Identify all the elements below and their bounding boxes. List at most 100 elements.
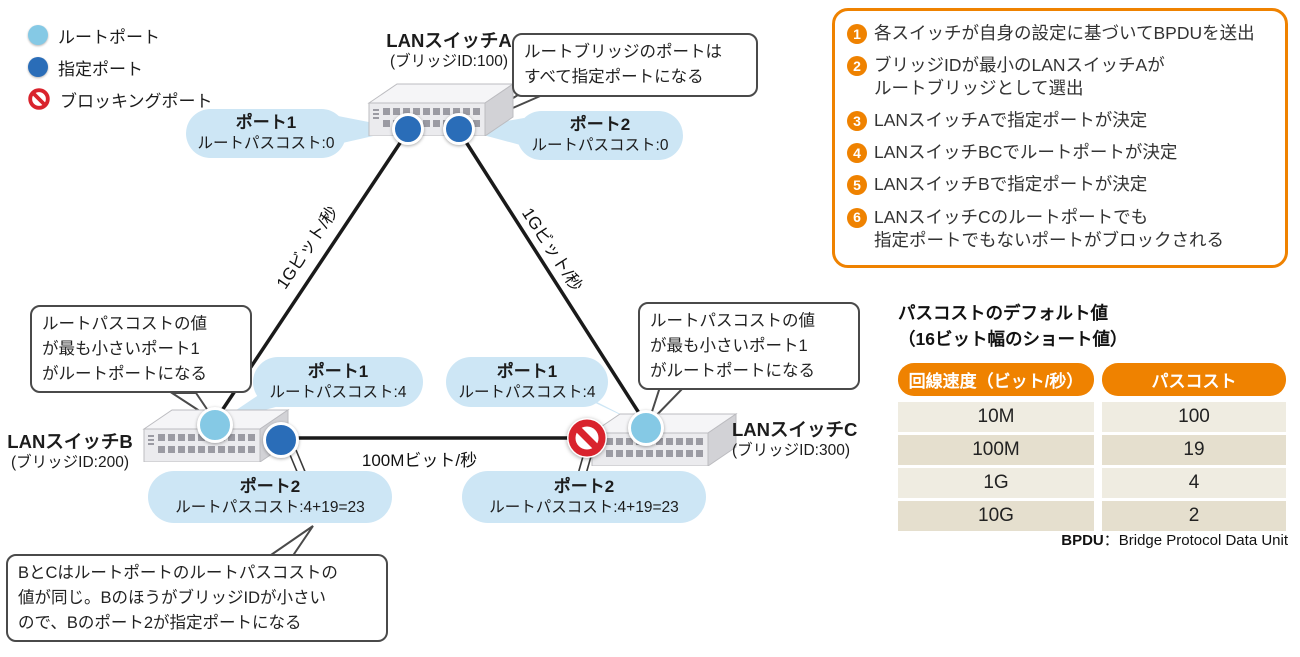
callout-line: BとCはルートポートのルートパスコストの xyxy=(18,564,338,582)
link-speed-a-b: 1Gビット/秒 xyxy=(272,202,342,293)
callout-wedge xyxy=(264,525,314,558)
table-title-line2: （16ビット幅のショート値） xyxy=(898,329,1128,350)
step-line: LANスイッチBで指定ポートが決定 xyxy=(874,174,1148,195)
callout-line: ルートパスコストの値 xyxy=(650,312,815,330)
step-item-6: 6 LANスイッチCのルートポートでも 指定ポートでもないポートがブロックされる xyxy=(847,206,1273,252)
cell-cost: 2 xyxy=(1102,500,1286,531)
link-speed-a-c: 1Gビット/秒 xyxy=(518,204,586,295)
callout-root-port-b: ルートパスコストの値 が最も小さいポート1 がルートポートになる xyxy=(30,305,252,394)
port-cost: ルートパスコスト:0 xyxy=(197,135,335,153)
legend-item-blocking-port: ブロッキングポート xyxy=(28,88,213,111)
step-line: 各スイッチが自身の設定に基づいてBPDUを送出 xyxy=(874,23,1255,43)
switch-c-bridge-id: (ブリッジID:300) xyxy=(732,441,850,459)
callout-line: がルートポートになる xyxy=(650,361,815,380)
callout-line: が最も小さいポート1 xyxy=(650,336,808,355)
step-number-badge: 5 xyxy=(847,175,867,196)
table-title: パスコストのデフォルト値 （16ビット幅のショート値） xyxy=(898,300,1286,353)
port-cost: ルートパスコスト:4 xyxy=(269,383,407,401)
lan-switch-a-graphic xyxy=(367,83,515,136)
switch-a-bridge-id: (ブリッジID:100) xyxy=(390,52,508,70)
port-title: ポート2 xyxy=(553,476,615,496)
callout-root-port-c: ルートパスコストの値 が最も小さいポート1 がルートポートになる xyxy=(638,302,860,391)
table-row: 10M 100 xyxy=(898,401,1286,432)
table-header-speed: 回線速度（ビット/秒） xyxy=(898,362,1094,396)
cell-speed: 1G xyxy=(898,467,1094,498)
port-title: ポート1 xyxy=(307,361,369,381)
step-text: LANスイッチBで指定ポートが決定 xyxy=(874,173,1147,196)
bpdu-desc: ：Bridge Protocol Data Unit xyxy=(1103,532,1288,549)
port-bubble-b1: ポート1 ルートパスコスト:4 xyxy=(253,357,423,407)
switch-b-label: LANスイッチB (ブリッジID:200) xyxy=(0,431,140,472)
designated-port-marker-a2 xyxy=(443,113,475,145)
legend-label: ブロッキングポート xyxy=(60,91,213,111)
step-line: ブリッジIDが最小のLANスイッチAが xyxy=(874,55,1165,76)
lan-switch-c-graphic xyxy=(590,413,738,466)
root-port-marker-b1 xyxy=(197,407,233,443)
callout-line: がルートポートになる xyxy=(42,364,207,383)
root-port-icon xyxy=(28,25,48,45)
callout-line: 値が同じ。BのほうがブリッジIDが小さい xyxy=(18,588,327,607)
port-cost: ルートパスコスト:4 xyxy=(458,383,596,401)
port-title: ポート2 xyxy=(569,115,631,135)
port-title: ポート2 xyxy=(239,476,301,496)
step-item-2: 2 ブリッジIDが最小のLANスイッチAが ルートブリッジとして選出 xyxy=(847,54,1273,100)
step-number-badge: 6 xyxy=(847,207,867,228)
step-text: LANスイッチBCでルートポートが決定 xyxy=(874,141,1177,164)
port-bubble-a2: ポート2 ルートパスコスト:0 xyxy=(517,111,683,160)
switch-c-label: LANスイッチC (ブリッジID:300) xyxy=(732,419,892,460)
port-bubble-c2: ポート2 ルートパスコスト:4+19=23 xyxy=(462,471,706,523)
step-item-3: 3 LANスイッチAで指定ポートが決定 xyxy=(847,109,1273,132)
cell-cost: 4 xyxy=(1102,467,1286,498)
cell-cost: 19 xyxy=(1102,434,1286,465)
switch-b-bridge-id: (ブリッジID:200) xyxy=(11,453,129,471)
legend-item-root-port: ルートポート xyxy=(28,24,213,47)
step-line: ルートブリッジとして選出 xyxy=(874,78,1084,99)
bpdu-abbr: BPDU xyxy=(1061,532,1104,549)
root-port-marker-c1 xyxy=(628,410,664,446)
designated-port-icon xyxy=(28,57,48,77)
port-bubble-a1: ポート1 ルートパスコスト:0 xyxy=(186,109,346,158)
callout-line: が最も小さいポート1 xyxy=(42,339,200,358)
table-row: 1G 4 xyxy=(898,467,1286,498)
step-item-1: 1 各スイッチが自身の設定に基づいてBPDUを送出 xyxy=(847,22,1273,45)
bpdu-note: BPDU：Bridge Protocol Data Unit xyxy=(898,529,1288,550)
designated-port-marker-a1 xyxy=(392,113,424,145)
switch-a-name: LANスイッチA xyxy=(386,30,512,51)
step-number-badge: 4 xyxy=(847,143,867,164)
port-cost: ルートパスコスト:4+19=23 xyxy=(489,498,679,516)
blocking-port-icon xyxy=(28,88,50,110)
table-header-cost: パスコスト xyxy=(1102,362,1286,396)
step-line: LANスイッチBCでルートポートが決定 xyxy=(874,142,1178,163)
step-number-badge: 2 xyxy=(847,56,867,77)
port-bubble-b2: ポート2 ルートパスコスト:4+19=23 xyxy=(148,471,392,523)
step-number-badge: 3 xyxy=(847,111,867,132)
legend-item-designated-port: 指定ポート xyxy=(28,56,213,79)
step-text: ブリッジIDが最小のLANスイッチAが ルートブリッジとして選出 xyxy=(874,54,1165,100)
step-line: LANスイッチCのルートポートでも xyxy=(874,206,1149,227)
switch-b-name: LANスイッチB xyxy=(7,431,133,452)
path-cost-table: パスコストのデフォルト値 （16ビット幅のショート値） 回線速度（ビット/秒） … xyxy=(898,300,1286,534)
table-row: 100M 19 xyxy=(898,434,1286,465)
switch-c-name: LANスイッチC xyxy=(732,419,858,440)
step-item-5: 5 LANスイッチBで指定ポートが決定 xyxy=(847,173,1273,196)
callout-line: ルートブリッジのポートは xyxy=(524,43,722,61)
legend-label: 指定ポート xyxy=(58,59,143,79)
stp-steps-panel: 1 各スイッチが自身の設定に基づいてBPDUを送出 2 ブリッジIDが最小のLA… xyxy=(832,8,1288,268)
step-line: LANスイッチAで指定ポートが決定 xyxy=(874,110,1148,131)
callout-root-bridge: ルートブリッジのポートは すべて指定ポートになる xyxy=(512,33,758,97)
step-text: 各スイッチが自身の設定に基づいてBPDUを送出 xyxy=(874,22,1255,45)
callout-tie-break: BとCはルートポートのルートパスコストの 値が同じ。BのほうがブリッジIDが小さ… xyxy=(6,554,388,643)
blocking-port-marker-c2 xyxy=(567,418,607,458)
port-cost: ルートパスコスト:4+19=23 xyxy=(175,498,365,516)
callout-line: すべて指定ポートになる xyxy=(524,67,704,86)
cell-speed: 10G xyxy=(898,500,1094,531)
switch-a-label: LANスイッチA (ブリッジID:100) xyxy=(368,30,530,71)
step-item-4: 4 LANスイッチBCでルートポートが決定 xyxy=(847,141,1273,164)
step-text: LANスイッチCのルートポートでも 指定ポートでもないポートがブロックされる xyxy=(874,206,1224,252)
step-number-badge: 1 xyxy=(847,24,867,44)
table-title-line1: パスコストのデフォルト値 xyxy=(898,303,1108,323)
step-line: 指定ポートでもないポートがブロックされる xyxy=(874,229,1224,250)
callout-line: ルートパスコストの値 xyxy=(42,315,207,333)
port-bubble-c1: ポート1 ルートパスコスト:4 xyxy=(446,357,608,407)
